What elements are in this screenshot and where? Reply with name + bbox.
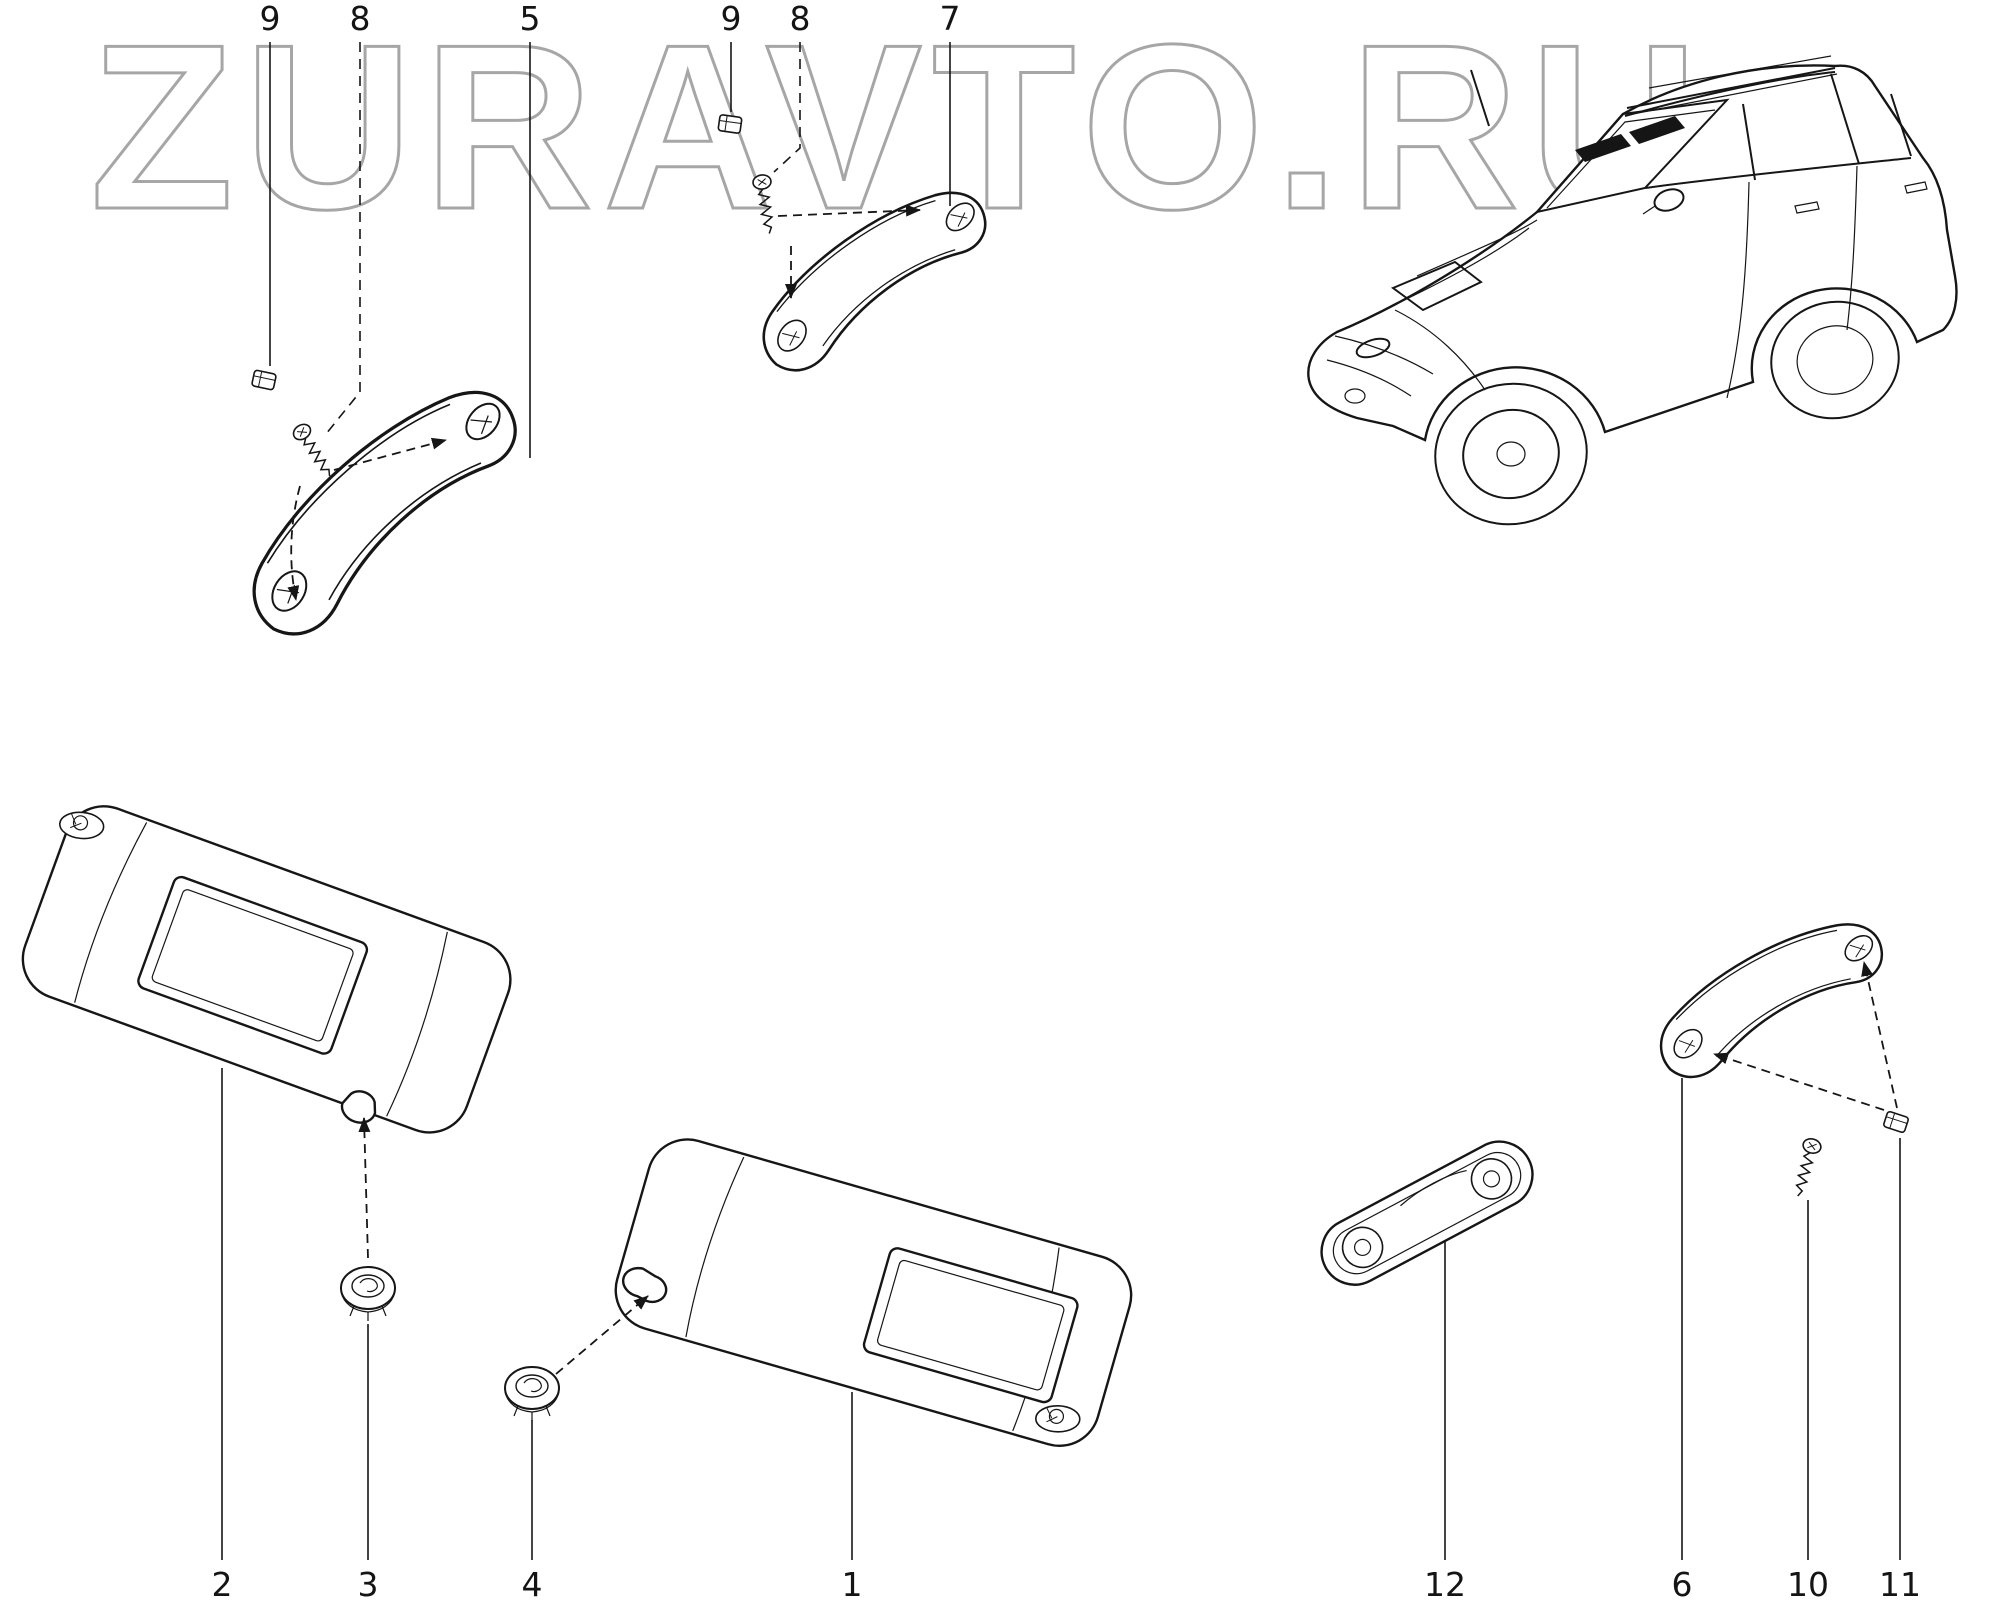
part-12-grab-handle-base [1320,1140,1534,1286]
part-5-grab-handle [210,370,557,651]
part-6-grab-handle [1639,911,1903,1087]
visor-pivot-icon [1034,1405,1081,1433]
callout-9-top-left: 9 [260,0,281,38]
callout-7-top: 7 [940,0,961,38]
callout-2-bottom: 2 [212,1565,233,1604]
callout-10-bottom: 10 [1787,1565,1829,1604]
callout-5-top: 5 [520,0,541,38]
part-8-screw-left [289,420,338,482]
callout-4-bottom: 4 [522,1565,543,1604]
callout-8-top-middle: 8 [790,0,811,38]
callout-9-top-middle: 9 [721,0,742,38]
part-11-clip [1882,1110,1910,1134]
part-9-clip-left [250,369,278,391]
visor-pivot-icon [58,811,105,840]
part-9-clip-middle [717,113,743,135]
assembly-arrows [287,204,1898,1375]
part-1-sun-visor [614,1138,1133,1447]
callout-3-bottom: 3 [358,1565,379,1604]
part-4-visor-clip [504,1366,560,1422]
callout-8-top-left: 8 [350,0,371,38]
callout-12-bottom: 12 [1424,1565,1466,1604]
callout-11-bottom: 11 [1879,1565,1921,1604]
car-illustration [1307,55,1958,526]
part-2-sun-visor [21,805,512,1134]
part-3-visor-clip [340,1266,396,1322]
part-10-screw [1788,1135,1824,1200]
callout-6-bottom: 6 [1672,1565,1693,1604]
callout-1-bottom: 1 [842,1565,863,1604]
leader-lines [221,42,1901,1560]
